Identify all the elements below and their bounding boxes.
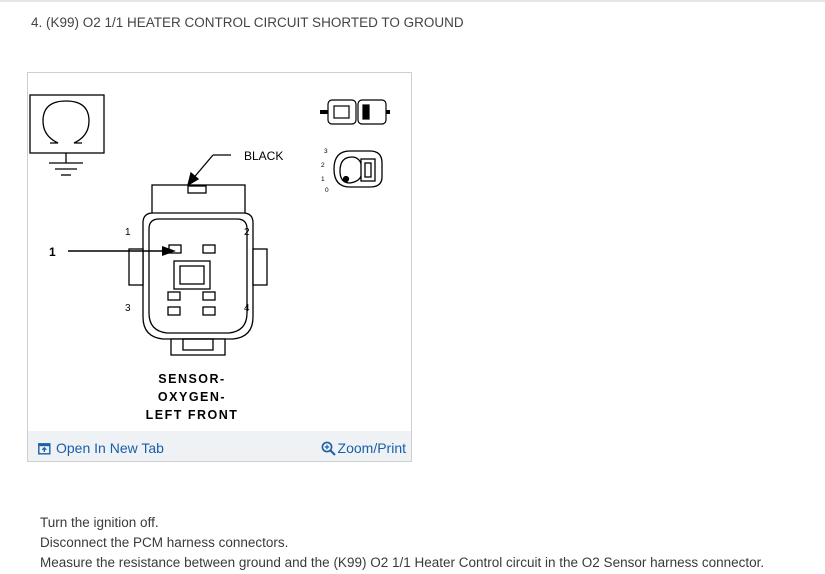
color-label-black: BLACK xyxy=(244,149,283,163)
pin-label-4: 4 xyxy=(244,303,250,314)
instruction-line: Disconnect the PCM harness connectors. xyxy=(40,535,289,550)
connector-diagram-svg: 3 2 1 0 BLACK xyxy=(29,94,390,422)
o2-sensor-connector xyxy=(128,184,268,356)
instructions: Turn the ignition off. Disconnect the PC… xyxy=(40,513,764,573)
open-new-tab-label: Open In New Tab xyxy=(56,440,164,456)
harness-connector-icon xyxy=(320,99,390,125)
connector-name-line-2: OXYGEN- xyxy=(158,390,226,404)
zoom-print-label: Zoom/Print xyxy=(337,440,406,456)
ignition-position-label: 3 xyxy=(324,148,328,155)
ignition-position-label: 1 xyxy=(321,176,325,183)
callout-number: 1 xyxy=(49,245,56,259)
zoom-icon xyxy=(321,441,336,456)
pin-label-3: 3 xyxy=(125,303,131,314)
zoom-print-link[interactable]: Zoom/Print xyxy=(321,440,406,456)
connector-diagram: 3 2 1 0 BLACK xyxy=(28,73,411,431)
wiring-figure-card: 3 2 1 0 BLACK xyxy=(27,72,412,462)
connector-name-line-1: SENSOR- xyxy=(158,372,225,386)
ignition-position-label: 0 xyxy=(325,187,329,194)
instruction-line: Turn the ignition off. xyxy=(40,515,159,530)
pin-label-2: 2 xyxy=(244,227,250,238)
connector-name: SENSOR- OXYGEN- LEFT FRONT xyxy=(146,372,239,422)
ignition-position-labels: 3 2 1 0 xyxy=(321,148,329,194)
black-callout xyxy=(186,154,231,187)
ignition-position-label: 2 xyxy=(321,162,325,169)
pin-1-callout-arrow xyxy=(68,246,176,256)
ignition-off-icon xyxy=(333,150,383,188)
open-new-tab-link[interactable]: Open In New Tab xyxy=(38,440,164,456)
step-title: 4. (K99) O2 1/1 HEATER CONTROL CIRCUIT S… xyxy=(31,15,464,30)
top-divider xyxy=(0,0,825,2)
connector-name-line-3: LEFT FRONT xyxy=(146,408,239,422)
pin-label-1: 1 xyxy=(125,227,131,238)
instruction-line: Measure the resistance between ground an… xyxy=(40,555,765,570)
ohmmeter-icon xyxy=(29,94,105,176)
open-new-tab-icon xyxy=(38,442,51,454)
